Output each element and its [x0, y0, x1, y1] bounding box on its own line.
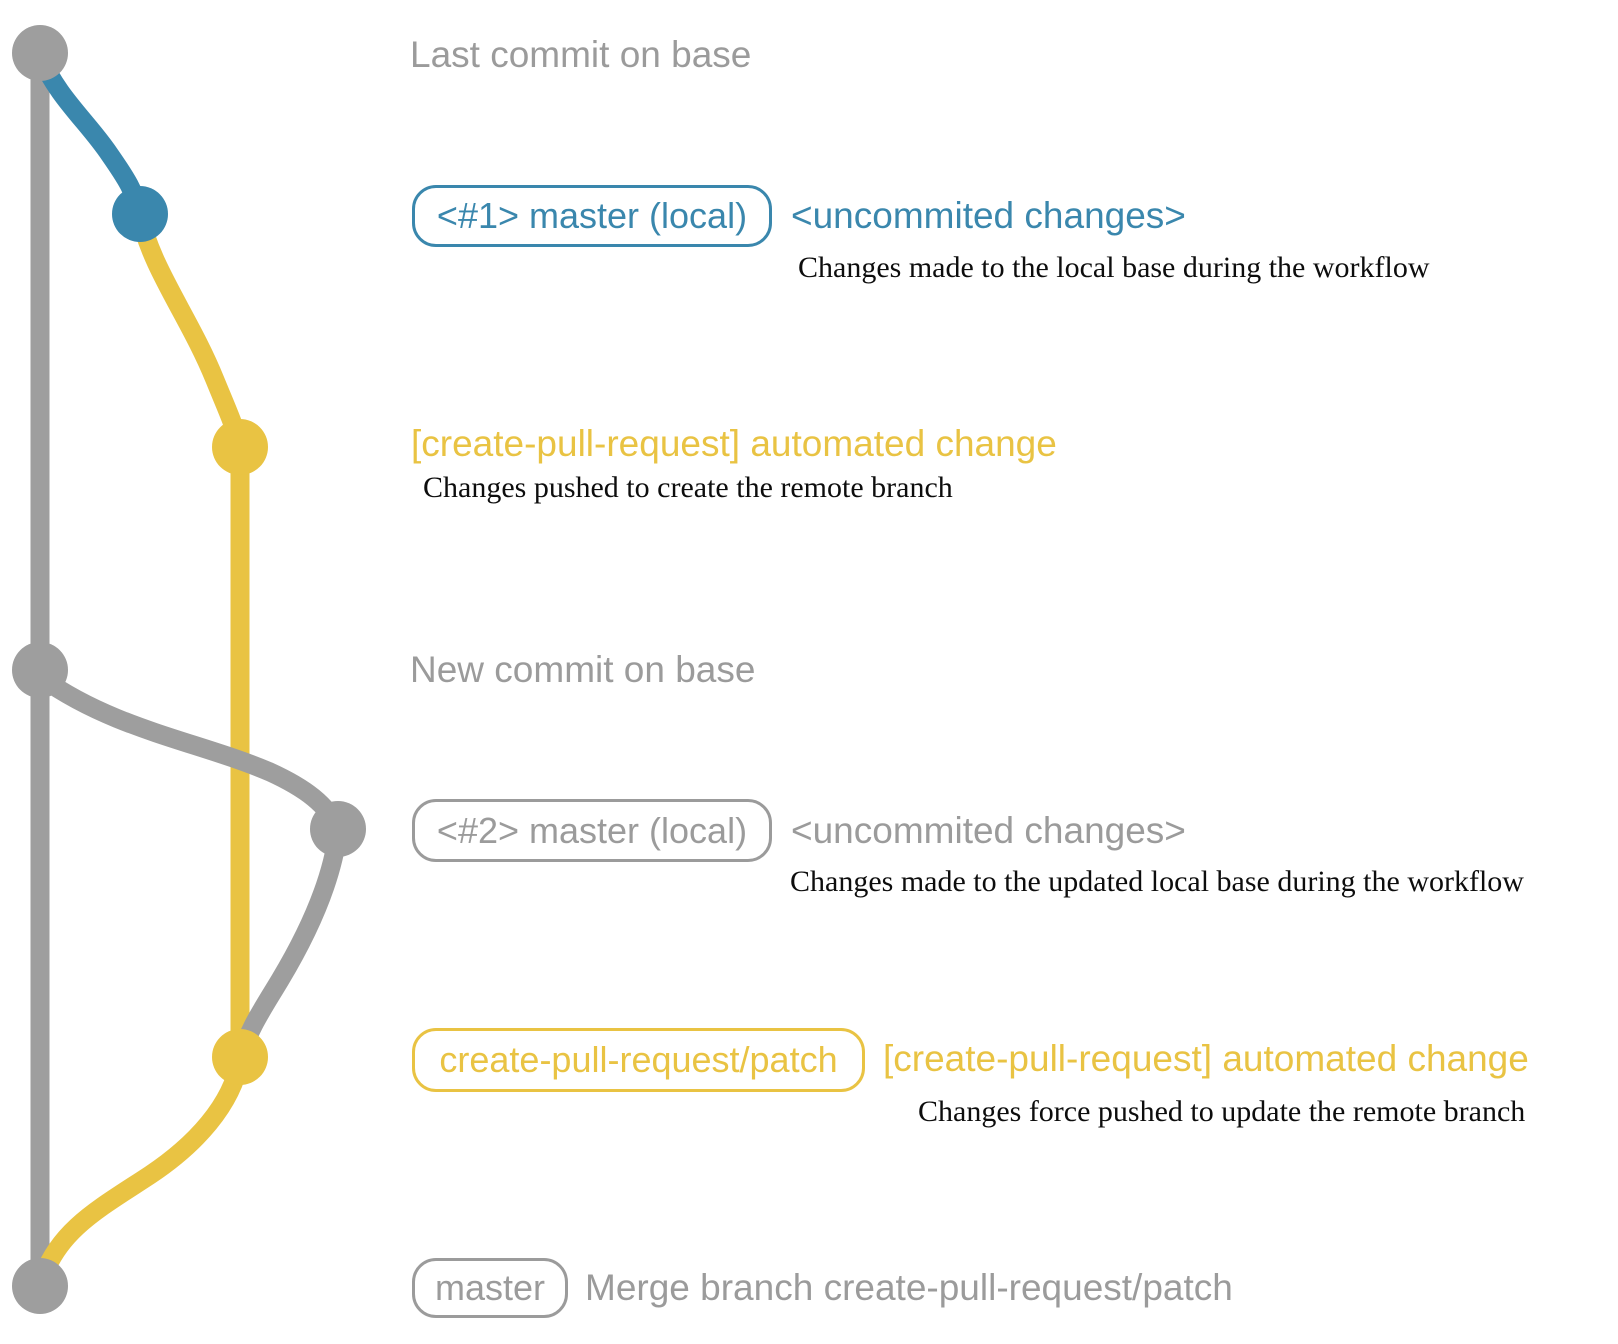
automated-change-2-caption: Changes force pushed to update the remot… — [918, 1095, 1526, 1128]
local-master-1-badge: <#1> master (local) — [412, 185, 772, 247]
local-master-1-curve — [31, 52, 150, 217]
automated-change-1-caption: Changes pushed to create the remote bran… — [423, 471, 953, 504]
uncommited-changes-2-heading: <uncommited changes> — [791, 810, 1186, 851]
patch-branch-badge: create-pull-request/patch — [412, 1028, 865, 1092]
automated-change-1-heading: [create-pull-request] automated change — [411, 423, 1057, 464]
local-master-2-badge: <#2> master (local) — [412, 799, 772, 862]
patch-push-curve — [130, 213, 250, 452]
commit-dot-base-new — [12, 642, 68, 698]
automated-change-2-heading: [create-pull-request] automated change — [883, 1038, 1529, 1079]
uncommited-changes-1-caption: Changes made to the local base during th… — [798, 251, 1430, 284]
uncommited-changes-2-caption: Changes made to the updated local base d… — [790, 865, 1524, 898]
merge-branch-heading: Merge branch create-pull-request/patch — [585, 1267, 1233, 1308]
last-commit-on-base-heading: Last commit on base — [410, 34, 752, 75]
uncommited-changes-1-heading: <uncommited changes> — [791, 195, 1186, 236]
commit-dot-base-merge — [12, 1258, 68, 1314]
commit-dot-base-last — [12, 25, 68, 81]
commit-dot-patch-1 — [212, 419, 268, 475]
master-badge: master — [412, 1258, 568, 1318]
git-graph — [12, 25, 366, 1314]
commit-dot-local-master-2 — [310, 801, 366, 857]
commit-dot-patch-2 — [212, 1029, 268, 1085]
local-master-2-curve — [36, 670, 347, 834]
new-commit-on-base-heading: New commit on base — [410, 649, 756, 690]
patch-merge-curve — [32, 1058, 250, 1284]
patch-force-push-curve — [232, 830, 348, 1058]
commit-dot-local-master-1 — [112, 186, 168, 242]
